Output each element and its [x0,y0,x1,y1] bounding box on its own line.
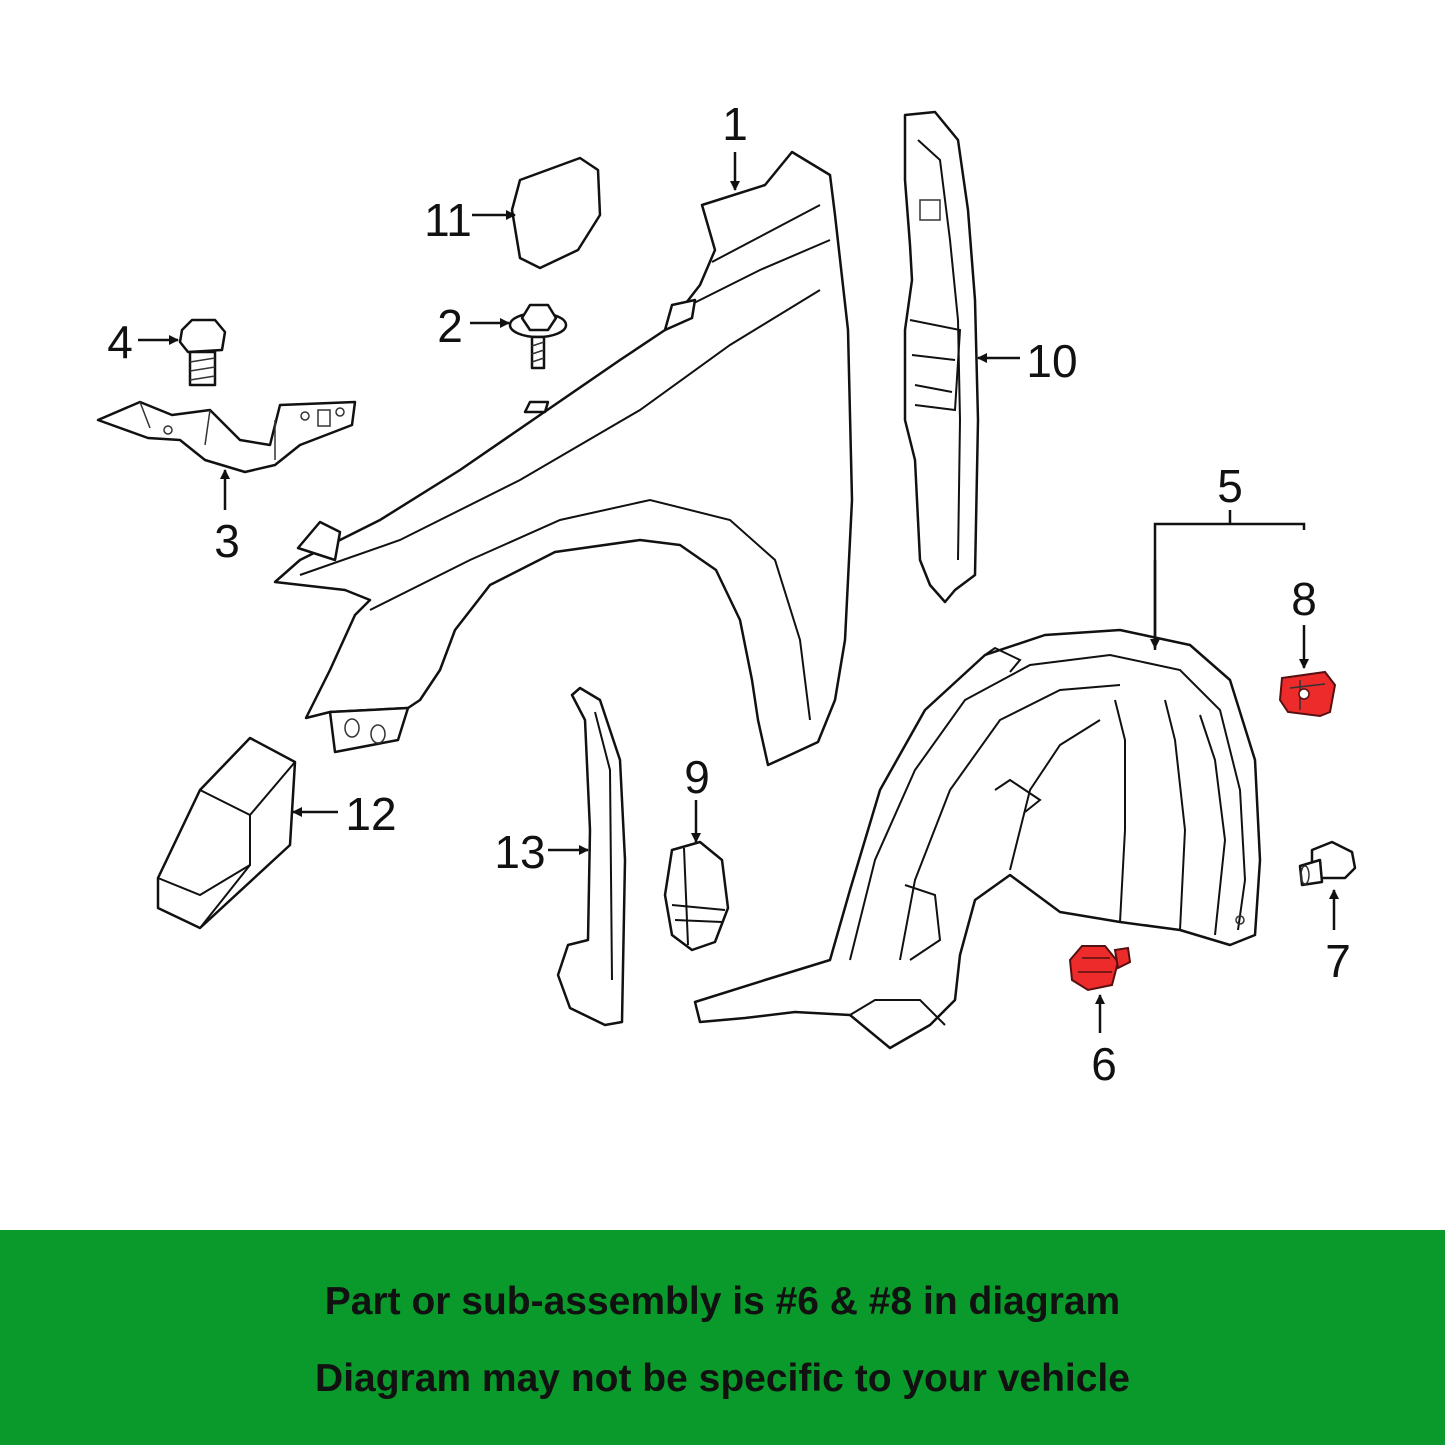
bracket-5 [1153,522,1306,650]
callout-11: 11 [424,194,472,246]
part-1-fender [273,150,854,767]
part-10-shield [903,110,980,604]
part-8-clip [1278,670,1337,718]
callout-3: 3 [214,515,240,567]
info-banner: Part or sub-assembly is #6 & #8 in diagr… [0,1230,1445,1445]
part-12-block [156,736,297,930]
leader-lines [138,152,1339,1033]
banner-disclaimer: Diagram may not be specific to your vehi… [315,1357,1130,1400]
callout-10: 10 [1026,335,1077,387]
callout-1: 1 [722,98,748,150]
part-3-bracket [96,400,357,474]
part-5-liner [693,628,1262,1050]
banner-part-note: Part or sub-assembly is #6 & #8 in diagr… [324,1280,1121,1323]
callout-4: 4 [107,316,133,368]
part-2-bolt [508,303,568,370]
callout-6: 6 [1091,1038,1117,1090]
part-13-seal [556,686,627,1027]
callout-12: 12 [345,788,396,840]
part-4-bolt [178,318,227,387]
callout-8: 8 [1291,573,1317,625]
part-9-grommet [663,840,730,952]
callout-7: 7 [1325,935,1351,987]
callout-2: 2 [437,300,463,352]
part-11-pad [510,156,602,270]
part-6-bolt [1068,945,1132,992]
callout-5: 5 [1217,460,1243,512]
callout-9: 9 [684,751,710,803]
part-7-pin [1298,840,1357,887]
callout-13: 13 [494,826,545,878]
parts-diagram: 1 11 2 4 3 10 5 8 12 13 9 7 6 [96,98,1357,1090]
